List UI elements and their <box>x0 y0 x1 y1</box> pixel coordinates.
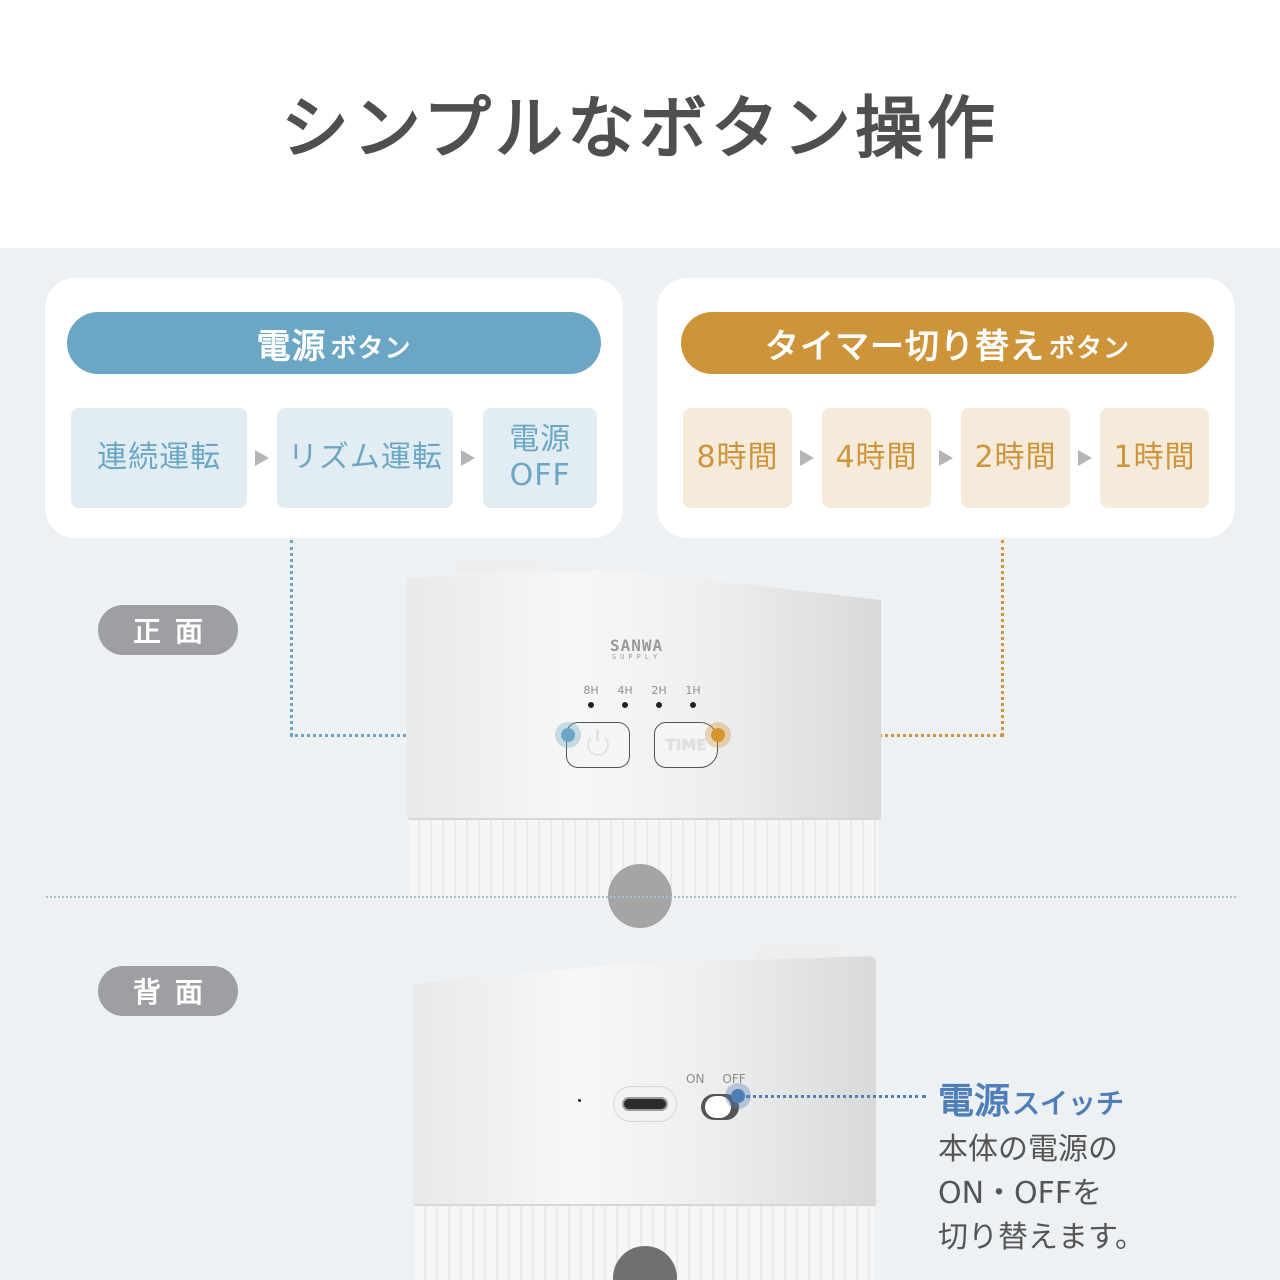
triangle-right-icon <box>255 450 270 466</box>
triangle-right-icon <box>800 450 814 466</box>
timer-heading-main: タイマー切り替え <box>764 326 1045 367</box>
switch-thumb <box>705 1096 731 1118</box>
power-button-card: 電源 ボタン 連続運転 リズム運転 電源 OFF <box>45 278 623 538</box>
timer-indicator-leds: 8H 4H 2H 1H <box>579 684 705 708</box>
switch-off-label: OFF <box>722 1072 746 1086</box>
header: シンプルなボタン操作 <box>0 0 1280 248</box>
back-view-label: 背面 <box>132 976 217 1009</box>
device-top-knob <box>755 946 841 960</box>
step-label: 1時間 <box>1113 440 1196 475</box>
power-button-marker-icon <box>555 722 581 748</box>
led-dot-icon <box>622 702 628 708</box>
switch-leader-line <box>746 1095 926 1098</box>
section-divider <box>46 896 1236 898</box>
device-power-button[interactable] <box>566 722 630 768</box>
device-cap: ON OFF <box>413 956 876 1206</box>
device-back-image: ON OFF <box>413 946 876 1280</box>
step-2h: 2時間 <box>961 408 1070 508</box>
power-switch-marker-icon <box>725 1083 751 1109</box>
power-heading-main: 電源 <box>256 326 327 367</box>
device-top-knob <box>455 558 537 572</box>
device-front-image: SANWA SUPPLY 8H 4H 2H 1H TIME <box>407 558 881 928</box>
step-label: リズム運転 <box>287 440 443 475</box>
callout-description: 本体の電源の ON・OFFを 切り替えます。 <box>938 1128 1198 1260</box>
usb-c-port-icon <box>613 1086 677 1122</box>
timer-steps: 8時間 4時間 2時間 1時間 <box>683 407 1209 509</box>
pinhole-icon <box>578 1099 581 1102</box>
step-power-off: 電源 OFF <box>483 408 597 508</box>
triangle-right-icon <box>939 450 953 466</box>
callout-title: 電源スイッチ <box>938 1072 1198 1124</box>
power-leader-line-vertical <box>290 540 293 736</box>
step-label: 2時間 <box>974 440 1057 475</box>
step-label-line1: 電源 <box>509 422 572 457</box>
indicator-2h: 2H <box>647 684 671 708</box>
timer-button-marker-icon <box>705 722 731 748</box>
timer-button-heading: タイマー切り替え ボタン <box>681 312 1214 374</box>
step-1h: 1時間 <box>1100 408 1209 508</box>
switch-labels: ON OFF <box>686 1072 746 1086</box>
device-ribbed-body <box>415 1204 874 1280</box>
callout-desc-line: 本体の電源の <box>938 1132 1118 1167</box>
page-title: シンプルなボタン操作 <box>281 89 999 169</box>
power-heading-suffix: ボタン <box>330 333 412 364</box>
step-rhythm: リズム運転 <box>277 408 454 508</box>
back-view-badge: 背面 <box>98 966 238 1016</box>
callout-title-suffix: スイッチ <box>1012 1087 1125 1120</box>
power-mode-steps: 連続運転 リズム運転 電源 OFF <box>71 407 597 509</box>
power-button-heading: 電源 ボタン <box>67 312 601 374</box>
timer-leader-line-vertical <box>1001 540 1004 736</box>
power-switch-callout: 電源スイッチ 本体の電源の ON・OFFを 切り替えます。 <box>938 1072 1198 1260</box>
callout-title-main: 電源 <box>938 1081 1011 1122</box>
sanwa-logo: SANWA SUPPLY <box>610 636 663 661</box>
led-dot-icon <box>656 702 662 708</box>
triangle-right-icon <box>461 450 476 466</box>
timer-heading-suffix: ボタン <box>1048 333 1130 364</box>
led-dot-icon <box>588 702 594 708</box>
step-4h: 4時間 <box>822 408 931 508</box>
indicator-8h: 8H <box>579 684 603 708</box>
switch-on-label: ON <box>686 1072 705 1086</box>
indicator-label: 2H <box>651 684 667 697</box>
callout-desc-line: 切り替えます。 <box>938 1220 1145 1255</box>
step-label: 連続運転 <box>97 440 222 475</box>
front-view-label: 正面 <box>132 615 217 648</box>
led-dot-icon <box>690 702 696 708</box>
step-continuous: 連続運転 <box>71 408 248 508</box>
indicator-label: 8H <box>583 684 599 697</box>
callout-desc-line: ON・OFFを <box>938 1176 1103 1211</box>
step-label: 8時間 <box>696 440 779 475</box>
timer-button-card: タイマー切り替え ボタン 8時間 4時間 2時間 1時間 <box>657 278 1235 538</box>
power-icon <box>587 730 609 756</box>
indicator-4h: 4H <box>613 684 637 708</box>
step-label-line2: OFF <box>509 458 571 493</box>
device-cap: SANWA SUPPLY 8H 4H 2H 1H TIME <box>407 570 881 820</box>
logo-line2: SUPPLY <box>611 653 662 661</box>
logo-line1: SANWA <box>610 636 664 655</box>
triangle-right-icon <box>1078 450 1092 466</box>
indicator-1h: 1H <box>681 684 705 708</box>
time-button-label: TIME <box>665 736 707 754</box>
device-time-button[interactable]: TIME <box>654 722 718 768</box>
step-8h: 8時間 <box>683 408 792 508</box>
front-view-badge: 正面 <box>98 605 238 655</box>
indicator-label: 1H <box>685 684 701 697</box>
indicator-label: 4H <box>617 684 633 697</box>
step-label: 4時間 <box>835 440 918 475</box>
